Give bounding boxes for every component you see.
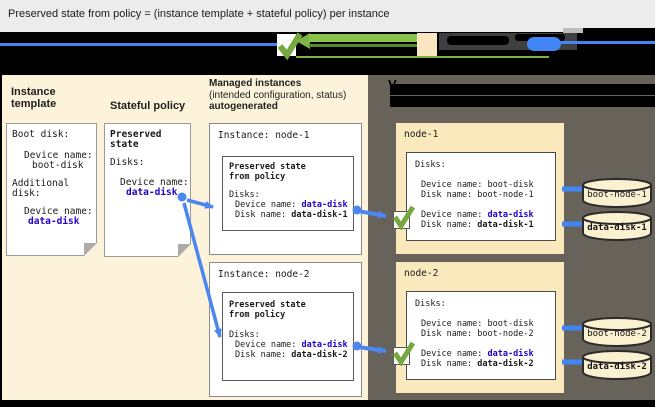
- additional-disk-label: Additional disk:: [12, 178, 70, 199]
- boot-disk-label: Boot disk:: [12, 129, 70, 140]
- check-square: [393, 347, 410, 365]
- device-value: data-disk: [301, 200, 348, 210]
- redacted-heading-line-1: [390, 84, 655, 95]
- disk-label: data-disk-1: [587, 223, 647, 233]
- disk-cylinder-boot-node-1: boot-node-1: [581, 177, 653, 209]
- device-name-label: Device name:: [24, 206, 93, 217]
- preserved-state-title: Preserved state: [110, 129, 162, 150]
- disk-value: data-disk-1: [291, 210, 348, 220]
- data-disk-value: data-disk-2: [477, 359, 534, 369]
- device-line-label: Device name:: [235, 340, 302, 350]
- data-device-value: data-disk: [487, 210, 534, 220]
- stateful-policy-heading: Stateful policy: [110, 100, 186, 112]
- band-blue-line-right: [556, 41, 655, 44]
- band-gray-sliver: [563, 28, 593, 33]
- band-check-icon: [277, 32, 303, 61]
- band-green-bar: [309, 34, 417, 42]
- redacted-heading-line-2: [390, 96, 655, 107]
- data-device-label: Device name:: [421, 210, 488, 220]
- check-square: [393, 211, 410, 229]
- cylinder-icon: [582, 178, 652, 208]
- disks-label: Disks:: [415, 160, 446, 170]
- disk-label: data-disk-2: [587, 362, 647, 372]
- data-device-label: Device name:: [421, 349, 488, 359]
- band-cream-marker: [417, 33, 437, 57]
- data-device-value: data-disk: [487, 349, 534, 359]
- preserved-state-title: Preserved state from policy: [229, 162, 306, 182]
- instance-template-heading: Instance template: [11, 86, 57, 110]
- managed-instance-box-node-2: Instance: node-2 Preserved state from po…: [209, 262, 362, 397]
- disks-label: Disks:: [229, 190, 260, 200]
- boot-device-line: Device name: boot-disk: [421, 319, 534, 329]
- managed-instances-heading-line2: (intended configuration, status): [209, 89, 347, 101]
- disk-value: data-disk-2: [291, 350, 348, 360]
- managed-instances-heading: Managed instances (intended configuratio…: [209, 78, 367, 113]
- band-redaction-blob: [447, 36, 509, 45]
- band-redaction-blob: [583, 28, 655, 36]
- vm-box-node-1: node-1 Disks: Device name: boot-disk Dis…: [396, 123, 564, 254]
- vm-disks-box: Disks: Device name: boot-disk Disk name:…: [406, 291, 556, 380]
- disk-label: boot-node-2: [587, 329, 647, 339]
- disk-cylinder-data-disk-2: data-disk-2: [581, 349, 653, 381]
- cylinder-icon: [582, 350, 652, 380]
- disks-label: Disks:: [229, 330, 260, 340]
- band-green-bar-dark: [309, 44, 417, 47]
- device-value: data-disk: [126, 187, 178, 198]
- cylinder-icon: [582, 211, 652, 241]
- cylinder-icon: [582, 317, 652, 347]
- managed-instances-heading-line1: Managed instances: [209, 78, 302, 89]
- band-green-underline: [296, 56, 549, 58]
- disk-cylinder-boot-node-2: boot-node-2: [581, 316, 653, 348]
- preserved-state-box: Preserved state from policy Disks: Devic…: [222, 292, 354, 381]
- stateful-policy-doc: Preserved state Disks: Device name: data…: [104, 123, 191, 257]
- device-value: data-disk: [301, 340, 348, 350]
- vm-name: node-2: [404, 268, 439, 279]
- data-disk-label: Disk name:: [421, 220, 478, 230]
- disk-line-label: Disk name:: [235, 210, 292, 220]
- boot-disk-line: Disk name: boot-node-1: [421, 190, 534, 200]
- boot-device-line: Device name: boot-disk: [421, 180, 534, 190]
- managed-instances-heading-line3: autogenerated: [209, 101, 278, 112]
- disk-cylinder-data-disk-1: data-disk-1: [581, 210, 653, 242]
- preserved-state-box: Preserved state from policy Disks: Devic…: [222, 156, 354, 231]
- disks-label: Disks:: [110, 157, 145, 168]
- data-disk-value: data-disk-1: [477, 220, 534, 230]
- vm-box-node-2: node-2 Disks: Device name: boot-disk Dis…: [396, 262, 564, 393]
- preserved-state-title: Preserved state from policy: [229, 300, 306, 320]
- disk-label: boot-node-1: [587, 190, 647, 200]
- data-device-value: data-disk: [28, 216, 80, 227]
- bottom-bar: [0, 400, 655, 407]
- title-bar: Preserved state from policy = (instance …: [0, 0, 655, 32]
- diagram-title: Preserved state from policy = (instance …: [8, 8, 390, 20]
- vm-disks-box: Disks: Device name: boot-disk Disk name:…: [406, 152, 556, 241]
- band-blue-line-left: [0, 43, 277, 46]
- band-green-arrowhead-icon: [296, 33, 310, 49]
- instance-title: Instance: node-1: [218, 130, 310, 141]
- instance-template-doc: Boot disk: Device name: boot-disk Additi…: [6, 123, 97, 256]
- disk-line-label: Disk name:: [235, 350, 292, 360]
- band-blue-pill: [527, 37, 561, 51]
- instance-title: Instance: node-2: [218, 269, 310, 280]
- vm-name: node-1: [404, 129, 439, 140]
- device-line-label: Device name:: [235, 200, 302, 210]
- managed-instance-box-node-1: Instance: node-1 Preserved state from po…: [209, 123, 362, 255]
- device-name-label: Device name:: [120, 177, 189, 188]
- device-name-label: Device name:: [24, 150, 93, 161]
- data-disk-label: Disk name:: [421, 359, 478, 369]
- disks-label: Disks:: [415, 299, 446, 309]
- boot-device-value: boot-disk: [32, 160, 84, 171]
- boot-disk-line: Disk name: boot-node-2: [421, 329, 534, 339]
